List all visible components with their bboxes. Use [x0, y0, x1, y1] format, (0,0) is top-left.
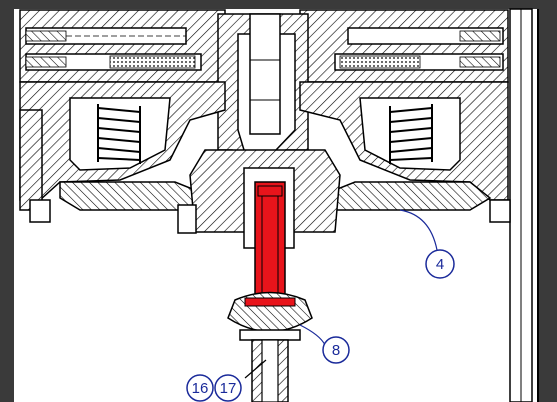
highlighted-stem [254, 181, 286, 303]
callout-16: 16 [186, 374, 214, 402]
bottom-bolt-left [29, 199, 197, 234]
center-shaft [249, 13, 281, 135]
callout-4-label: 4 [436, 256, 444, 273]
callout-17: 17 [214, 374, 242, 402]
stem-coupling [227, 291, 313, 341]
bolt-left-upper [25, 27, 187, 45]
housing-top-left [19, 9, 226, 83]
callout-8: 8 [322, 336, 350, 364]
bolt-right-upper [347, 27, 504, 45]
leader-line-17 [244, 359, 267, 379]
callout-17-label: 17 [220, 380, 237, 397]
callout-16-label: 16 [192, 380, 209, 397]
right-spring [389, 104, 433, 164]
bottom-bolt-right [489, 199, 511, 223]
callout-4: 4 [425, 249, 455, 279]
housing-top-right [299, 9, 509, 83]
left-spring-cavity [69, 97, 171, 171]
left-spring [97, 104, 141, 164]
right-spring-cavity [359, 97, 461, 171]
bolt-left-lower [25, 53, 202, 71]
leader-line-4 [399, 209, 438, 251]
left-outer-wall [19, 109, 43, 211]
lower-shaft [251, 339, 289, 402]
callout-8-label: 8 [332, 342, 340, 359]
bolt-right-lower [334, 53, 504, 71]
